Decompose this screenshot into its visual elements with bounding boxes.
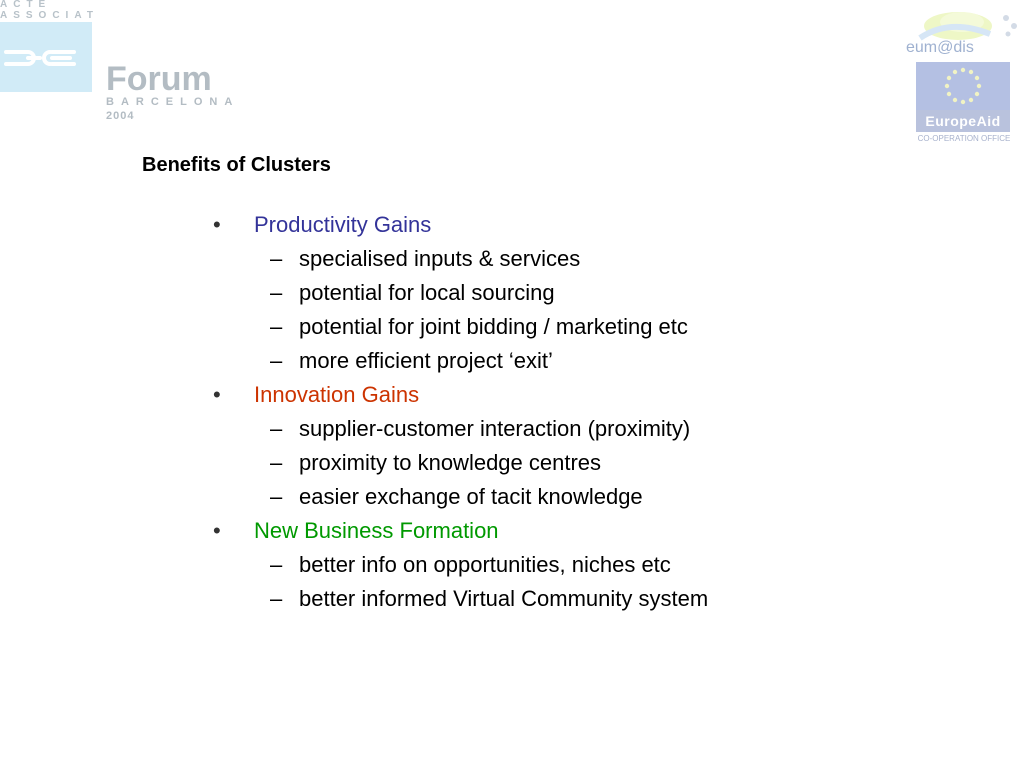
eumedis-sun-icon <box>918 12 1017 41</box>
sub-bullet-item: –better informed Virtual Community syste… <box>0 584 1024 618</box>
dash-icon: – <box>270 280 283 305</box>
associat-label: ASSOCIAT <box>0 10 99 21</box>
sub-bullet-item: –proximity to knowledge centres <box>0 448 1024 482</box>
sub-bullet-item: –potential for joint bidding / marketing… <box>0 312 1024 346</box>
bullet-icon: • <box>213 518 221 543</box>
eu-flag-icon <box>916 62 1010 110</box>
cooperation-office-label: CO-OPERATION OFFICE <box>917 134 1011 143</box>
bullet-list: •Productivity Gains–specialised inputs &… <box>0 210 1024 618</box>
sub-bullet-text: potential for local sourcing <box>299 280 555 305</box>
sub-bullet-text: better informed Virtual Community system <box>299 586 709 611</box>
sub-bullet-text: specialised inputs & services <box>299 246 581 271</box>
bullet-item: • New Business Formation <box>0 516 1024 550</box>
bullet-icon: • <box>213 382 221 407</box>
bullet-item: • Innovation Gains <box>0 380 1024 414</box>
forum-wordmark: Forum <box>106 60 212 98</box>
sub-bullet-text: easier exchange of tacit knowledge <box>299 484 643 509</box>
sub-bullet-text: potential for joint bidding / marketing … <box>299 314 688 339</box>
year-wordmark: 2004 <box>106 110 135 122</box>
acte-logo-icon <box>0 22 92 92</box>
sub-bullet-item: –potential for local sourcing <box>0 278 1024 312</box>
dash-icon: – <box>270 246 283 271</box>
bullet-section: •Productivity Gains–specialised inputs &… <box>0 210 1024 380</box>
sub-bullet-text: better info on opportunities, niches etc <box>299 552 671 577</box>
eumedis-wordmark: eum@dis <box>906 39 974 56</box>
bullet-heading: New Business Formation <box>254 518 499 543</box>
dash-icon: – <box>270 416 283 441</box>
bullet-heading: Innovation Gains <box>254 382 420 407</box>
sub-bullet-item: –specialised inputs & services <box>0 244 1024 278</box>
bullet-section: •Innovation Gains–supplier-customer inte… <box>0 380 1024 516</box>
sub-bullet-text: proximity to knowledge centres <box>299 450 602 475</box>
sub-bullet-item: –more efficient project ‘exit’ <box>0 346 1024 380</box>
europeaid-wordmark: EuropeAid <box>916 110 1010 132</box>
bullet-item: • Productivity Gains <box>0 210 1024 244</box>
bullet-heading: Productivity Gains <box>254 212 432 237</box>
dash-icon: – <box>270 348 283 373</box>
sub-bullet-item: –better info on opportunities, niches et… <box>0 550 1024 584</box>
forum-barcelona-logo: ACTE ASSOCIAT Forum BARCELONA 2004 <box>0 0 290 130</box>
bullet-icon: • <box>213 212 221 237</box>
slide-title: Benefits of Clusters <box>142 154 331 176</box>
dash-icon: – <box>270 484 283 509</box>
acte-label: ACTE <box>0 0 52 10</box>
sub-bullet-item: –supplier-customer interaction (proximit… <box>0 414 1024 448</box>
sub-bullet-text: supplier-customer interaction (proximity… <box>299 416 691 441</box>
eumedis-europeaid-logo: eum@dis EuropeAid CO-OPERATION OFFICE <box>900 0 1024 155</box>
sub-bullet-item: –easier exchange of tacit knowledge <box>0 482 1024 516</box>
dash-icon: – <box>270 450 283 475</box>
bullet-section: • New Business Formation –better info on o… <box>0 516 1024 618</box>
sub-bullet-text: more efficient project ‘exit’ <box>299 348 553 373</box>
dash-icon: – <box>270 314 283 339</box>
dash-icon: – <box>270 552 283 577</box>
dash-icon: – <box>270 586 283 611</box>
barcelona-wordmark: BARCELONA <box>106 96 240 108</box>
